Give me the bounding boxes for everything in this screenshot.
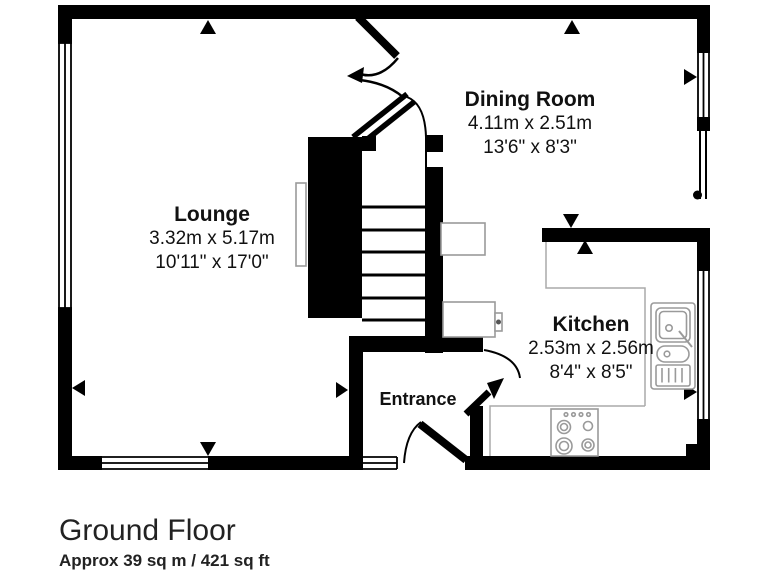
door-leaf-top xyxy=(355,14,400,59)
wall-bottom-seg3 xyxy=(465,456,710,470)
marker-partition-top xyxy=(563,214,579,228)
wall-bottom-seg1 xyxy=(58,456,102,470)
entrance-left-wall xyxy=(349,336,363,470)
window-entrance-bottom xyxy=(363,456,398,470)
room-imperial-dimensions: 13'6" x 8'3" xyxy=(483,137,577,158)
hob-icon xyxy=(550,408,599,457)
wall-right-bottom xyxy=(697,419,710,470)
stairwell-wall xyxy=(425,135,443,353)
room-imperial-dimensions: 10'11" x 17'0" xyxy=(155,252,269,273)
patio-door xyxy=(693,131,707,200)
window-dining-right xyxy=(697,53,710,117)
kitchen-label: Kitchen 2.53m x 2.56m 8'4" x 8'5" xyxy=(528,313,654,385)
walls xyxy=(58,5,710,470)
marker-partition-bottom xyxy=(577,240,593,254)
door-swing-arc xyxy=(483,349,521,379)
floor-title: Ground Floor xyxy=(59,514,236,547)
window-lounge-left xyxy=(58,42,72,309)
room-metric-dimensions: 4.11m x 2.51m xyxy=(467,113,593,134)
marker-left-lounge xyxy=(72,380,85,396)
floor-area-text: Approx 39 sq m / 421 sq ft xyxy=(59,551,270,570)
room-imperial-dimensions: 8'4" x 8'5" xyxy=(549,362,633,383)
window-lounge-bottom xyxy=(102,456,208,470)
door-swing-arc xyxy=(403,421,422,464)
door-leaf-hall xyxy=(351,91,427,148)
wall-right-mid1 xyxy=(697,117,710,131)
marker-dining-window xyxy=(684,69,697,85)
staircase xyxy=(362,205,425,322)
wall-right-mid2 xyxy=(697,238,710,271)
fixtures xyxy=(295,182,696,457)
room-metric-dimensions: 2.53m x 2.56m xyxy=(528,338,654,359)
entrance-label: Entrance xyxy=(379,389,457,409)
lounge-label: Lounge 3.32m x 5.17m 10'11" x 17'0" xyxy=(149,203,275,275)
windows xyxy=(58,42,710,470)
faucet xyxy=(678,330,693,348)
window-kitchen-right xyxy=(697,271,710,419)
marker-top-dining xyxy=(564,20,580,34)
dining-room-label: Dining Room 4.11m x 2.51m 13'6" x 8'3" xyxy=(465,88,596,160)
room-metric-dimensions: 3.32m x 5.17m xyxy=(149,228,275,249)
doors xyxy=(347,14,521,464)
dining-unit xyxy=(440,222,486,256)
kitchen-entrance-wall xyxy=(470,406,483,466)
room-name: Kitchen xyxy=(552,313,630,336)
kitchen-counter-outline xyxy=(489,242,646,456)
kitchen-door xyxy=(463,349,521,417)
entrance-door xyxy=(403,420,469,464)
chimney-block xyxy=(308,137,362,318)
door-hinge-dot xyxy=(693,190,702,200)
arrowhead-icon xyxy=(487,378,504,399)
arrowhead-icon xyxy=(347,67,364,83)
wall-kitchen-partition xyxy=(542,228,710,242)
wall-bottom-seg2 xyxy=(208,456,363,470)
marker-right-lounge xyxy=(336,382,348,398)
door-jamb-notch xyxy=(427,152,443,167)
sink-icon xyxy=(650,302,696,390)
wall-right-top xyxy=(697,5,710,53)
wall-left-bottom xyxy=(58,308,72,470)
marker-top-lounge xyxy=(200,20,216,34)
marker-bottom-lounge xyxy=(200,442,216,456)
appliance-unit xyxy=(442,301,503,338)
wall-left-top xyxy=(58,5,72,43)
room-name: Dining Room xyxy=(464,88,596,111)
door-swing-arc xyxy=(406,96,427,138)
room-name: Lounge xyxy=(174,203,250,226)
wall-top xyxy=(58,5,710,19)
hall-bottom-wall xyxy=(349,336,483,352)
passage-arrow xyxy=(347,57,404,98)
radiator xyxy=(295,182,307,267)
